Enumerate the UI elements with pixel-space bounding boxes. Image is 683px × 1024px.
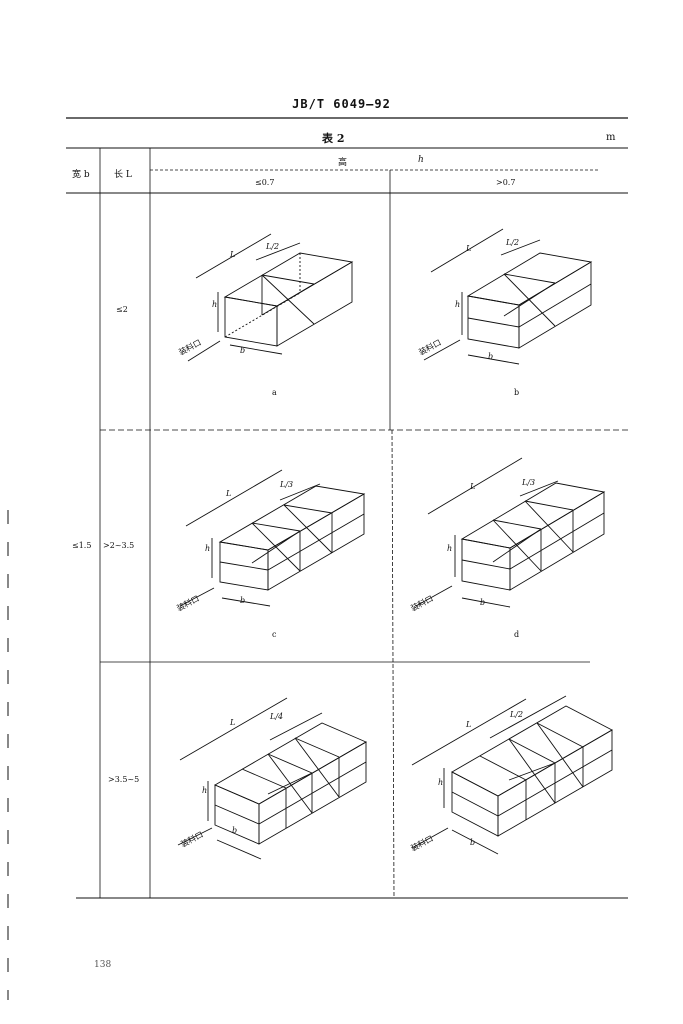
dim-L2-b: L/2: [506, 238, 520, 247]
dim-h-a: h: [212, 300, 218, 309]
caption-c: c: [272, 630, 277, 639]
height-high-header: >0.7: [496, 178, 516, 187]
dim-L4-e: L/4: [270, 712, 284, 721]
page-number: 138: [94, 960, 112, 970]
caption-b: b: [514, 388, 520, 397]
col-length-header: 长 L: [114, 170, 132, 180]
length-row-3: >3.5~5: [108, 775, 140, 784]
dim-L2-a: L/2: [266, 242, 280, 251]
caption-a: a: [272, 388, 277, 397]
dim-b-c: b: [240, 596, 246, 605]
table-unit: m: [606, 132, 616, 143]
length-row-2: >2~3.5: [103, 541, 135, 550]
dim-h-c: h: [205, 544, 211, 553]
dim-h-d: h: [447, 544, 453, 553]
dim-L-f: L: [466, 720, 472, 729]
dim-b-d: b: [480, 598, 486, 607]
length-row-1: ≤2: [116, 305, 128, 314]
dim-b-b: b: [488, 352, 494, 361]
dim-h-b: h: [455, 300, 461, 309]
col-width-header: 宽 b: [72, 170, 90, 180]
dim-h-e: h: [202, 786, 208, 795]
dim-b-a: b: [240, 346, 246, 355]
dim-L-d: L: [470, 482, 476, 491]
col-height-header: 高: [338, 158, 348, 168]
dim-L-a: L: [230, 250, 236, 259]
dim-L3-d: L/3: [522, 478, 536, 487]
dim-L3-c: L/3: [280, 480, 294, 489]
dim-b-f: b: [470, 838, 476, 847]
standard-number: JB/T 6049—92: [292, 97, 391, 111]
caption-d: d: [514, 630, 520, 639]
dim-L-e: L: [230, 718, 236, 727]
table-title: 表 2: [322, 132, 345, 145]
dim-L2-f: L/2: [510, 710, 524, 719]
col-height-symbol: h: [418, 155, 424, 165]
dim-h-f: h: [438, 778, 444, 787]
dim-L-c: L: [226, 489, 232, 498]
height-low-header: ≤0.7: [255, 178, 275, 187]
dim-L-b: L: [466, 244, 472, 253]
dim-b-e: b: [232, 826, 238, 835]
width-value: ≤1.5: [72, 541, 92, 550]
